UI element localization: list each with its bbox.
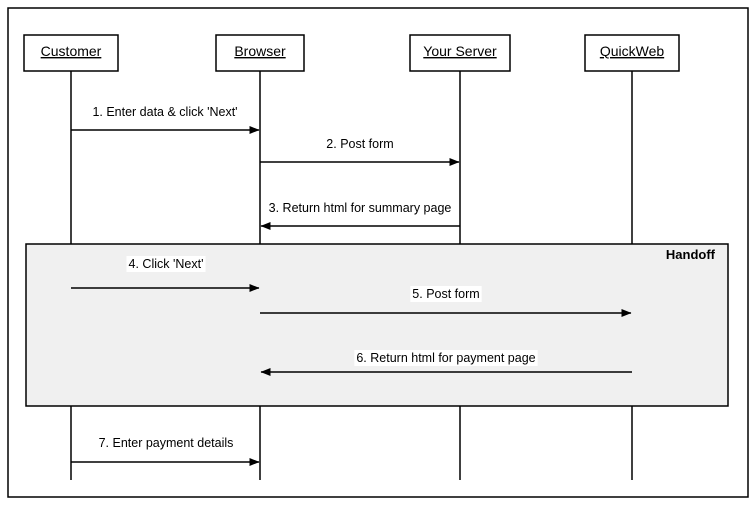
message-6[interactable]: 6. Return html for payment page — [260, 350, 632, 376]
message-label-background-4 — [126, 256, 206, 272]
message-label-5: 5. Post form — [412, 287, 479, 301]
participant-box-customer — [23, 34, 119, 72]
message-label-background-5 — [410, 286, 482, 302]
message-3[interactable]: 3. Return html for summary page — [260, 200, 460, 230]
message-label-background-6 — [354, 350, 538, 366]
participant-box-browser — [215, 34, 305, 72]
message-2[interactable]: 2. Post form — [260, 136, 460, 166]
message-label-7: 7. Enter payment details — [99, 436, 234, 450]
participant-browser[interactable]: Browser — [215, 34, 305, 72]
message-label-background-3 — [266, 200, 454, 216]
message-label-4: 4. Click 'Next' — [129, 257, 204, 271]
message-label-background-1 — [90, 104, 240, 120]
participant-label-browser: Browser — [234, 43, 286, 59]
message-label-background-7 — [96, 435, 236, 451]
participant-label-customer: Customer — [41, 43, 102, 59]
participant-box-quickweb — [584, 34, 680, 72]
message-5[interactable]: 5. Post form — [260, 286, 632, 317]
participants-group: Customer Browser Your Server QuickWeb — [23, 34, 680, 72]
message-label-2: 2. Post form — [326, 137, 393, 151]
message-label-3: 3. Return html for summary page — [269, 201, 452, 215]
message-4[interactable]: 4. Click 'Next' — [71, 256, 260, 292]
message-7[interactable]: 7. Enter payment details — [71, 435, 260, 466]
participant-box-yourserver — [409, 34, 511, 72]
participant-yourserver[interactable]: Your Server — [409, 34, 511, 72]
message-label-background-2 — [324, 136, 396, 152]
participant-label-yourserver: Your Server — [423, 43, 497, 59]
handoff-fragment-label: Handoff — [666, 247, 716, 262]
participant-quickweb[interactable]: QuickWeb — [584, 34, 680, 72]
participant-customer[interactable]: Customer — [23, 34, 119, 72]
message-label-1: 1. Enter data & click 'Next' — [92, 105, 237, 119]
message-label-6: 6. Return html for payment page — [356, 351, 535, 365]
message-1[interactable]: 1. Enter data & click 'Next' — [71, 104, 260, 134]
participant-label-quickweb: QuickWeb — [600, 43, 665, 59]
messages-group: 1. Enter data & click 'Next' 2. Post form… — [71, 104, 632, 466]
